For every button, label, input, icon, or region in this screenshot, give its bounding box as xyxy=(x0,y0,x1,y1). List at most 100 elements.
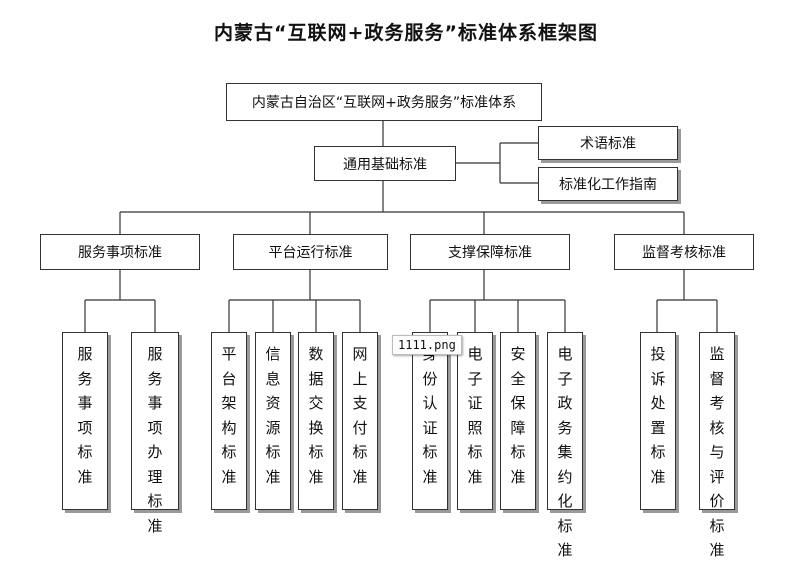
vertical-char: 标 xyxy=(147,492,163,510)
terminology-standards-node: 术语标准 xyxy=(538,126,678,160)
vertical-char: 准 xyxy=(308,467,324,486)
vertical-char: 准 xyxy=(422,467,438,486)
vertical-char: 约 xyxy=(557,467,573,486)
vertical-char: 上 xyxy=(352,369,368,388)
vertical-char: 标 xyxy=(467,443,483,461)
leaf-information-resource-standard: 信息资源标准 xyxy=(255,332,291,510)
vertical-char: 标 xyxy=(557,516,573,535)
image-filename-tooltip: 1111.png xyxy=(392,335,462,355)
vertical-char: 认 xyxy=(422,394,438,412)
vertical-char: 监 xyxy=(709,345,725,363)
leaf-online-payment-standard: 网上支付标准 xyxy=(342,332,378,510)
vertical-char: 置 xyxy=(650,418,666,437)
vertical-char: 准 xyxy=(352,467,368,486)
vertical-char: 构 xyxy=(221,418,237,437)
leaf-service-handling-standard: 服务事项办理标准 xyxy=(131,332,179,535)
vertical-char: 据 xyxy=(308,369,324,388)
vertical-char: 换 xyxy=(308,418,324,437)
leaf-supervision-evaluation-standard: 监督考核与评价标准 xyxy=(699,332,735,559)
vertical-char: 准 xyxy=(709,541,725,559)
vertical-char: 平 xyxy=(221,345,237,363)
vertical-char: 务 xyxy=(147,369,163,388)
vertical-char: 标 xyxy=(650,443,666,461)
leaf-e-license-standard: 电子证照标准 xyxy=(457,332,493,510)
vertical-char: 障 xyxy=(510,418,526,437)
vertical-char: 子 xyxy=(467,369,483,388)
vertical-char: 办 xyxy=(147,443,163,461)
vertical-char: 准 xyxy=(77,467,93,486)
vertical-char: 项 xyxy=(147,418,163,437)
vertical-char: 标 xyxy=(352,443,368,461)
leaf-security-guarantee-standard: 安全保障标准 xyxy=(500,332,536,510)
vertical-char: 信 xyxy=(265,345,281,363)
vertical-char: 事 xyxy=(147,394,163,412)
vertical-char: 付 xyxy=(352,418,368,437)
root-node: 内蒙古自治区“互联网+政务服务”标准体系 xyxy=(226,83,542,121)
vertical-char: 集 xyxy=(557,443,573,461)
vertical-char: 准 xyxy=(510,467,526,486)
vertical-char: 准 xyxy=(650,467,666,486)
vertical-char: 网 xyxy=(352,345,368,363)
category-supervision-assessment: 监督考核标准 xyxy=(614,234,754,270)
vertical-char: 考 xyxy=(709,394,725,412)
vertical-char: 标 xyxy=(709,516,725,535)
vertical-char: 标 xyxy=(221,443,237,461)
vertical-char: 督 xyxy=(709,369,725,388)
leaf-service-items-standard: 服务事项标准 xyxy=(62,332,108,510)
vertical-char: 证 xyxy=(422,418,438,437)
vertical-char: 电 xyxy=(467,345,483,363)
category-support-guarantee: 支撑保障标准 xyxy=(410,234,570,270)
vertical-char: 数 xyxy=(308,345,324,363)
vertical-char: 服 xyxy=(77,345,93,363)
vertical-char: 份 xyxy=(422,369,438,388)
vertical-char: 架 xyxy=(221,394,237,412)
leaf-complaint-handling-standard: 投诉处置标准 xyxy=(640,332,676,510)
vertical-char: 投 xyxy=(650,345,666,363)
vertical-char: 项 xyxy=(77,418,93,437)
vertical-char: 事 xyxy=(77,394,93,412)
vertical-char: 与 xyxy=(709,443,725,461)
vertical-char: 标 xyxy=(510,443,526,461)
vertical-char: 准 xyxy=(147,516,163,535)
vertical-char: 息 xyxy=(265,369,281,388)
vertical-char: 服 xyxy=(147,345,163,363)
vertical-char: 交 xyxy=(308,394,324,412)
vertical-char: 准 xyxy=(221,467,237,486)
vertical-char: 台 xyxy=(221,369,237,388)
vertical-char: 准 xyxy=(467,467,483,486)
vertical-char: 资 xyxy=(265,394,281,412)
vertical-char: 价 xyxy=(709,492,725,510)
category-platform-operation: 平台运行标准 xyxy=(233,234,388,270)
leaf-data-exchange-standard: 数据交换标准 xyxy=(298,332,334,510)
vertical-char: 评 xyxy=(709,467,725,486)
common-standards-node: 通用基础标准 xyxy=(314,146,456,181)
connector-lines xyxy=(84,121,718,332)
vertical-char: 子 xyxy=(557,369,573,388)
vertical-char: 务 xyxy=(557,418,573,437)
leaf-e-government-intensive-standard: 电子政务集约化标准 xyxy=(547,332,583,559)
vertical-char: 政 xyxy=(557,394,573,412)
vertical-char: 务 xyxy=(77,369,93,388)
vertical-char: 准 xyxy=(265,467,281,486)
diagram-title: 内蒙古“互联网+政务服务”标准体系框架图 xyxy=(214,22,598,44)
vertical-char: 标 xyxy=(422,443,438,461)
leaf-identity-authentication-standard: 身份认证标准 xyxy=(412,332,448,510)
vertical-char: 标 xyxy=(77,443,93,461)
vertical-char: 处 xyxy=(650,394,666,412)
vertical-char: 源 xyxy=(265,418,281,437)
vertical-char: 全 xyxy=(510,369,526,388)
vertical-char: 化 xyxy=(557,492,573,510)
vertical-char: 照 xyxy=(467,418,483,437)
standardization-guide-node: 标准化工作指南 xyxy=(538,167,678,201)
vertical-char: 安 xyxy=(510,345,526,363)
vertical-char: 准 xyxy=(557,541,573,559)
vertical-char: 证 xyxy=(467,394,483,412)
vertical-char: 保 xyxy=(510,394,526,412)
vertical-char: 电 xyxy=(557,345,573,363)
leaf-platform-architecture-standard: 平台架构标准 xyxy=(211,332,247,510)
vertical-char: 核 xyxy=(709,418,725,437)
vertical-char: 标 xyxy=(265,443,281,461)
category-service-items: 服务事项标准 xyxy=(40,234,200,270)
vertical-char: 标 xyxy=(308,443,324,461)
vertical-char: 支 xyxy=(352,394,368,412)
